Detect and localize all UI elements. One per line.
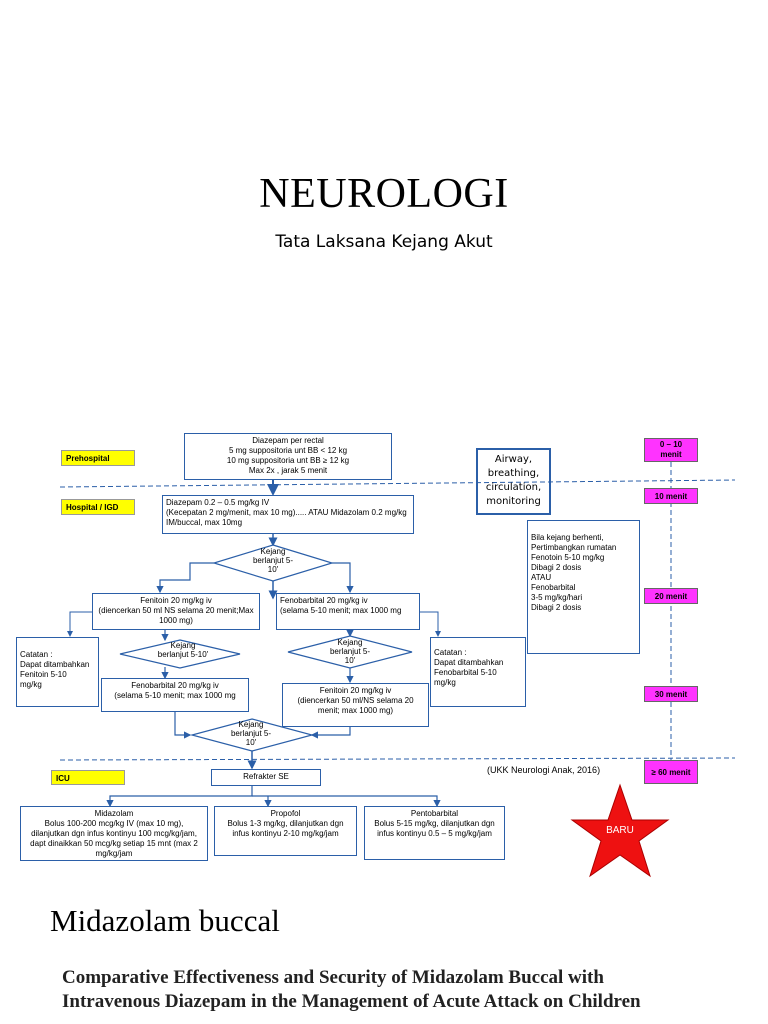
section-heading: Midazolam buccal	[50, 903, 280, 938]
new-badge-star	[570, 783, 670, 878]
decision-diamond-1	[211, 544, 335, 582]
box-fenobarbital-2: Fenobarbital 20 mg/kg iv (selama 5-10 me…	[101, 678, 249, 712]
divider-icu	[59, 757, 736, 761]
note-left: Catatan : Dapat ditambahkan Fenitoin 5-1…	[16, 637, 99, 707]
decision-text-4: Kejang berlanjut 5- 10'	[230, 720, 272, 747]
decision-diamond-2	[119, 639, 241, 669]
source-citation: (UKK Neurologi Anak, 2016)	[487, 765, 601, 775]
divider-hospital	[59, 479, 736, 488]
phase-label-prehospital: Prehospital	[61, 450, 135, 466]
phase-label-hospital: Hospital / IGD	[61, 499, 135, 515]
box-midazolam: Midazolam Bolus 100-200 mcg/kg IV (max 1…	[20, 806, 208, 861]
box-diazepam-iv: Diazepam 0.2 – 0.5 mg/kg IV (Kecepatan 2…	[162, 495, 414, 534]
box-fenobarbital-1: Fenobarbital 20 mg/kg iv (selama 5-10 me…	[276, 593, 420, 630]
box-fenitoin-2: Fenitoin 20 mg/kg iv (diencerkan 50 ml/N…	[282, 683, 429, 727]
decision-text-1: Kejang berlanjut 5- 10'	[252, 547, 294, 574]
time-label-0-10: 0 – 10 menit	[644, 438, 698, 462]
box-propofol: Propofol Bolus 1-3 mg/kg, dilanjutkan dg…	[214, 806, 357, 856]
paper-title: Comparative Effectiveness and Security o…	[62, 967, 641, 1012]
time-label-60: ≥ 60 menit	[644, 760, 698, 784]
decision-text-2: Kejang berlanjut 5-10'	[157, 641, 209, 659]
page-title: NEUROLOGI	[259, 171, 509, 217]
time-label-10: 10 menit	[644, 488, 698, 504]
box-rumatan: Bila kejang berhenti, Pertimbangkan ruma…	[527, 520, 640, 654]
time-label-30: 30 menit	[644, 686, 698, 702]
box-refrakter-se: Refrakter SE	[211, 769, 321, 786]
box-fenitoin-1: Fenitoin 20 mg/kg iv (diencerkan 50 ml N…	[92, 593, 260, 630]
box-diazepam-rectal: Diazepam per rectal 5 mg suppositoria un…	[184, 433, 392, 480]
box-airway-monitoring: Airway, breathing, circulation, monitori…	[476, 448, 551, 515]
decision-text-3: Kejang berlanjut 5- 10'	[329, 638, 371, 665]
box-pentobarbital: Pentobarbital Bolus 5-15 mg/kg, dilanjut…	[364, 806, 505, 860]
new-badge-label: BARU	[606, 825, 634, 836]
phase-label-icu: ICU	[51, 770, 125, 785]
decision-diamond-4	[189, 718, 315, 752]
decision-diamond-3	[287, 635, 413, 669]
time-label-20: 20 menit	[644, 588, 698, 604]
page-subtitle: Tata Laksana Kejang Akut	[275, 232, 493, 252]
note-right: Catatan : Dapat ditambahkan Fenobarbital…	[430, 637, 526, 707]
